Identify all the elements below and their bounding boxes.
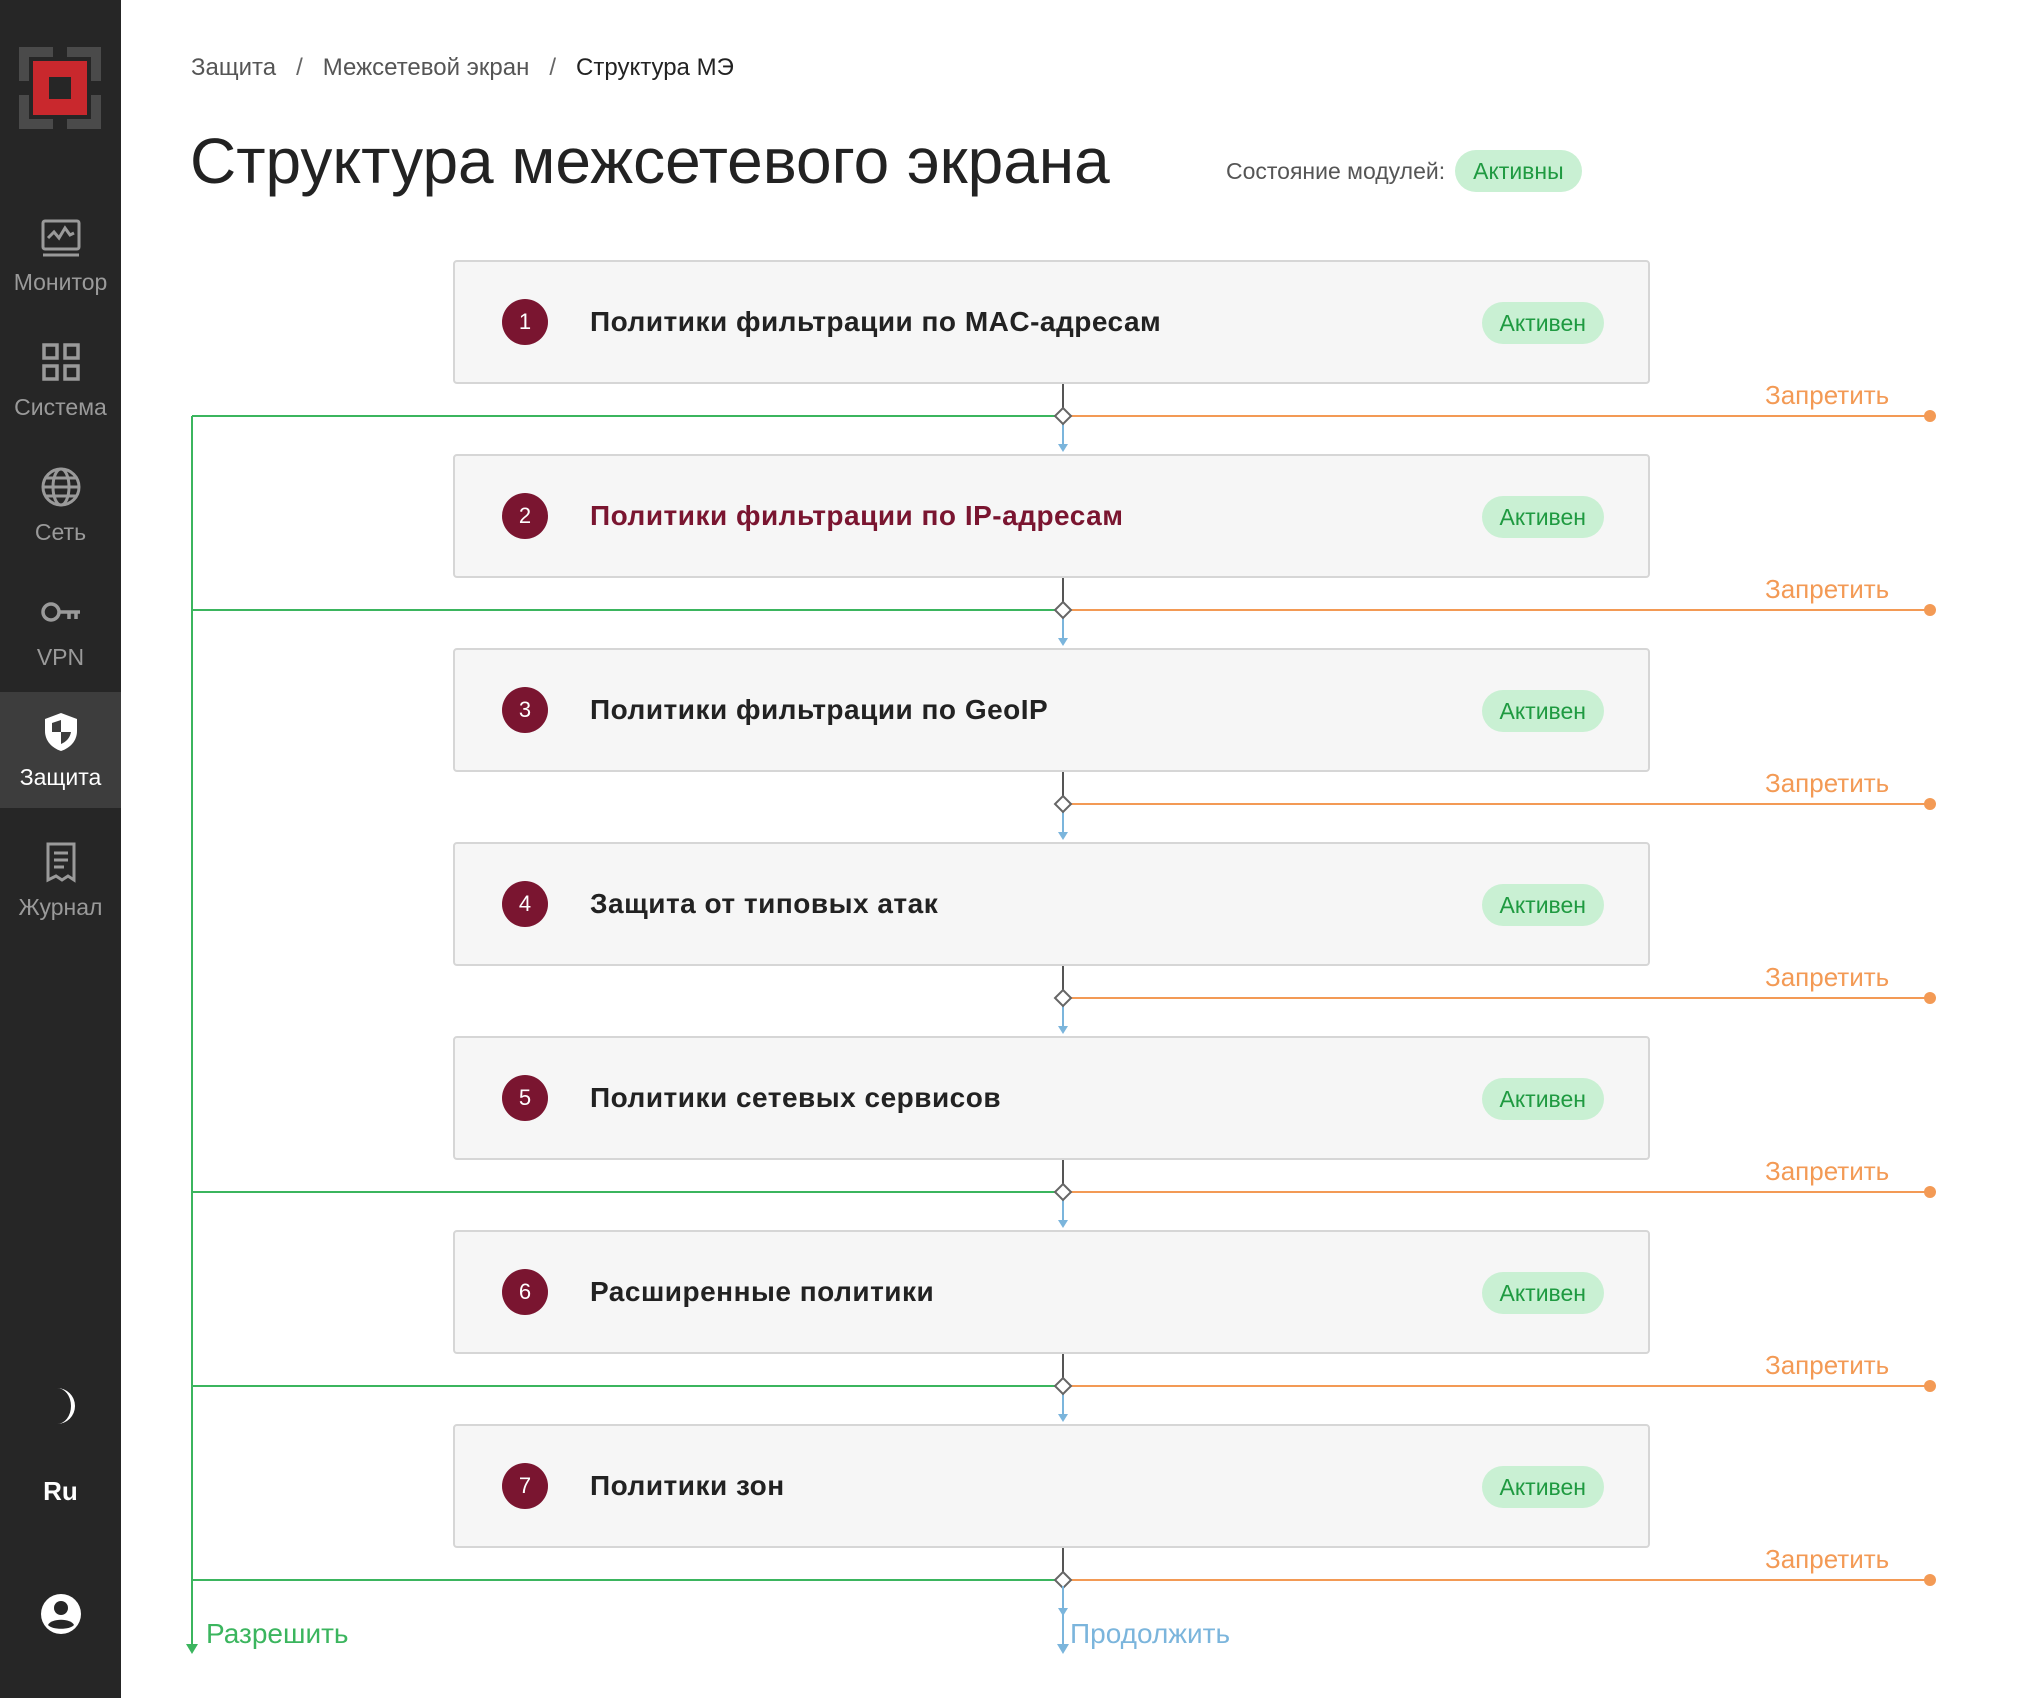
status-badge: Активен: [1481, 302, 1604, 344]
module-number: 2: [502, 493, 548, 539]
sidebar-item-vpn[interactable]: VPN: [0, 572, 121, 688]
status-badge: Активен: [1481, 884, 1604, 926]
decision-node: [1053, 1182, 1073, 1202]
module-name: Политики фильтрации по IP-адресам: [590, 500, 1124, 531]
module-name: Политики фильтрации по MAC-адресам: [590, 306, 1162, 337]
continue-arrow: [1058, 638, 1068, 646]
decision-node: [1053, 1376, 1073, 1396]
status-badge: Активен: [1481, 690, 1604, 732]
deny-endpoint: [1924, 604, 1936, 616]
sidebar-item-label: Сеть: [34, 519, 87, 545]
module-card-6[interactable]: 6 Расширенные политики Активен: [453, 1230, 1650, 1354]
decision-node: [1053, 988, 1073, 1008]
logo-icon[interactable]: [19, 47, 101, 129]
status-badge: Активен: [1481, 1272, 1604, 1314]
module-number: 5: [502, 1075, 548, 1121]
sidebar-item-label: Журнал: [18, 894, 103, 920]
continue-arrow: [1058, 1026, 1068, 1034]
sidebar-item-protection[interactable]: Защита: [0, 692, 121, 808]
decision-node: [1053, 1570, 1073, 1590]
module-number: 6: [502, 1269, 548, 1315]
allow-label: Разрешить: [206, 1618, 349, 1649]
sidebar-item-journal[interactable]: Журнал: [0, 822, 121, 938]
user-icon: [40, 1594, 81, 1634]
globe-icon: [41, 467, 80, 507]
modules-status-label: Состояние модулей:: [1226, 157, 1446, 184]
deny-endpoint: [1924, 992, 1936, 1004]
continue-arrow: [1058, 1220, 1068, 1228]
module-name: Расширенные политики: [590, 1276, 935, 1307]
journal-icon: [46, 842, 75, 883]
continue-final-arrow: [1057, 1644, 1069, 1654]
module-card-1[interactable]: 1 Политики фильтрации по MAC-адресам Актив…: [453, 260, 1650, 384]
breadcrumb-separator: /: [549, 54, 557, 81]
module-card-5[interactable]: 5 Политики сетевых сервисов Активен: [453, 1036, 1650, 1160]
module-number: 7: [502, 1463, 548, 1509]
sidebar-item-label: Защита: [19, 764, 102, 790]
sidebar-item-system[interactable]: Система: [0, 322, 121, 438]
decision-node: [1053, 600, 1073, 620]
deny-label: Запретить: [1765, 574, 1890, 604]
module-number: 4: [502, 881, 548, 927]
continue-arrow: [1058, 832, 1068, 840]
module-card-7[interactable]: 7 Политики зон Активен: [453, 1424, 1650, 1548]
module-number: 3: [502, 687, 548, 733]
user-menu[interactable]: [0, 1592, 121, 1636]
breadcrumb-item-protection[interactable]: Защита: [191, 54, 277, 81]
page-title: Структура межсетевого экрана: [190, 125, 1110, 197]
status-badge: Активен: [1481, 496, 1604, 538]
module-card-4[interactable]: 4 Защита от типовых атак Активен: [453, 842, 1650, 966]
deny-label: Запретить: [1765, 1544, 1890, 1574]
grid-icon: [41, 343, 80, 381]
modules-status: Состояние модулей: Активны: [1226, 150, 1582, 192]
status-badge: Активен: [1481, 1078, 1604, 1120]
breadcrumb: Защита / Межсетевой экран / Структура МЭ: [191, 54, 734, 82]
allow-arrow: [186, 1644, 198, 1654]
deny-label: Запретить: [1765, 768, 1890, 798]
module-card-3[interactable]: 3 Политики фильтрации по GeoIP Активен: [453, 648, 1650, 772]
continue-arrow: [1058, 1414, 1068, 1422]
continue-arrow: [1058, 444, 1068, 452]
decision-node: [1053, 406, 1073, 426]
deny-endpoint: [1924, 410, 1936, 422]
breadcrumb-item-firewall[interactable]: Межсетевой экран: [322, 54, 530, 81]
module-name: Политики фильтрации по GeoIP: [590, 694, 1049, 725]
deny-label: Запретить: [1765, 380, 1890, 410]
sidebar-item-label: Монитор: [13, 269, 108, 295]
key-icon: [40, 602, 80, 622]
continue-label: Продолжить: [1070, 1618, 1231, 1649]
module-number: 1: [502, 299, 548, 345]
deny-label: Запретить: [1765, 1156, 1890, 1186]
moon-icon: [56, 1388, 75, 1424]
theme-toggle[interactable]: [0, 1384, 121, 1428]
module-name: Политики зон: [590, 1470, 785, 1501]
monitor-icon: [41, 219, 80, 257]
sidebar-item-label: VPN: [36, 644, 85, 670]
status-badge: Активен: [1481, 1466, 1604, 1508]
sidebar-item-monitor[interactable]: Монитор: [0, 197, 121, 313]
shield-icon: [44, 713, 77, 751]
sidebar-item-network[interactable]: Сеть: [0, 447, 121, 563]
module-name: Политики сетевых сервисов: [590, 1082, 1002, 1113]
continue-arrow: [1058, 1608, 1068, 1616]
breadcrumb-item-current: Структура МЭ: [576, 54, 734, 81]
deny-label: Запретить: [1765, 1350, 1890, 1380]
deny-endpoint: [1924, 1380, 1936, 1392]
deny-endpoint: [1924, 1574, 1936, 1586]
decision-node: [1053, 794, 1073, 814]
language-switch[interactable]: Ru: [0, 1476, 121, 1507]
sidebar-item-label: Система: [14, 394, 107, 420]
breadcrumb-separator: /: [296, 54, 303, 81]
module-card-2[interactable]: 2 Политики фильтрации по IP-адресам Активе…: [453, 454, 1650, 578]
sidebar: Монитор Система Сеть VPN: [0, 0, 121, 1698]
status-badge: Активны: [1455, 150, 1582, 192]
deny-label: Запретить: [1765, 962, 1890, 992]
deny-endpoint: [1924, 1186, 1936, 1198]
language-label: Ru: [43, 1476, 78, 1506]
module-name: Защита от типовых атак: [590, 888, 939, 919]
deny-endpoint: [1924, 798, 1936, 810]
